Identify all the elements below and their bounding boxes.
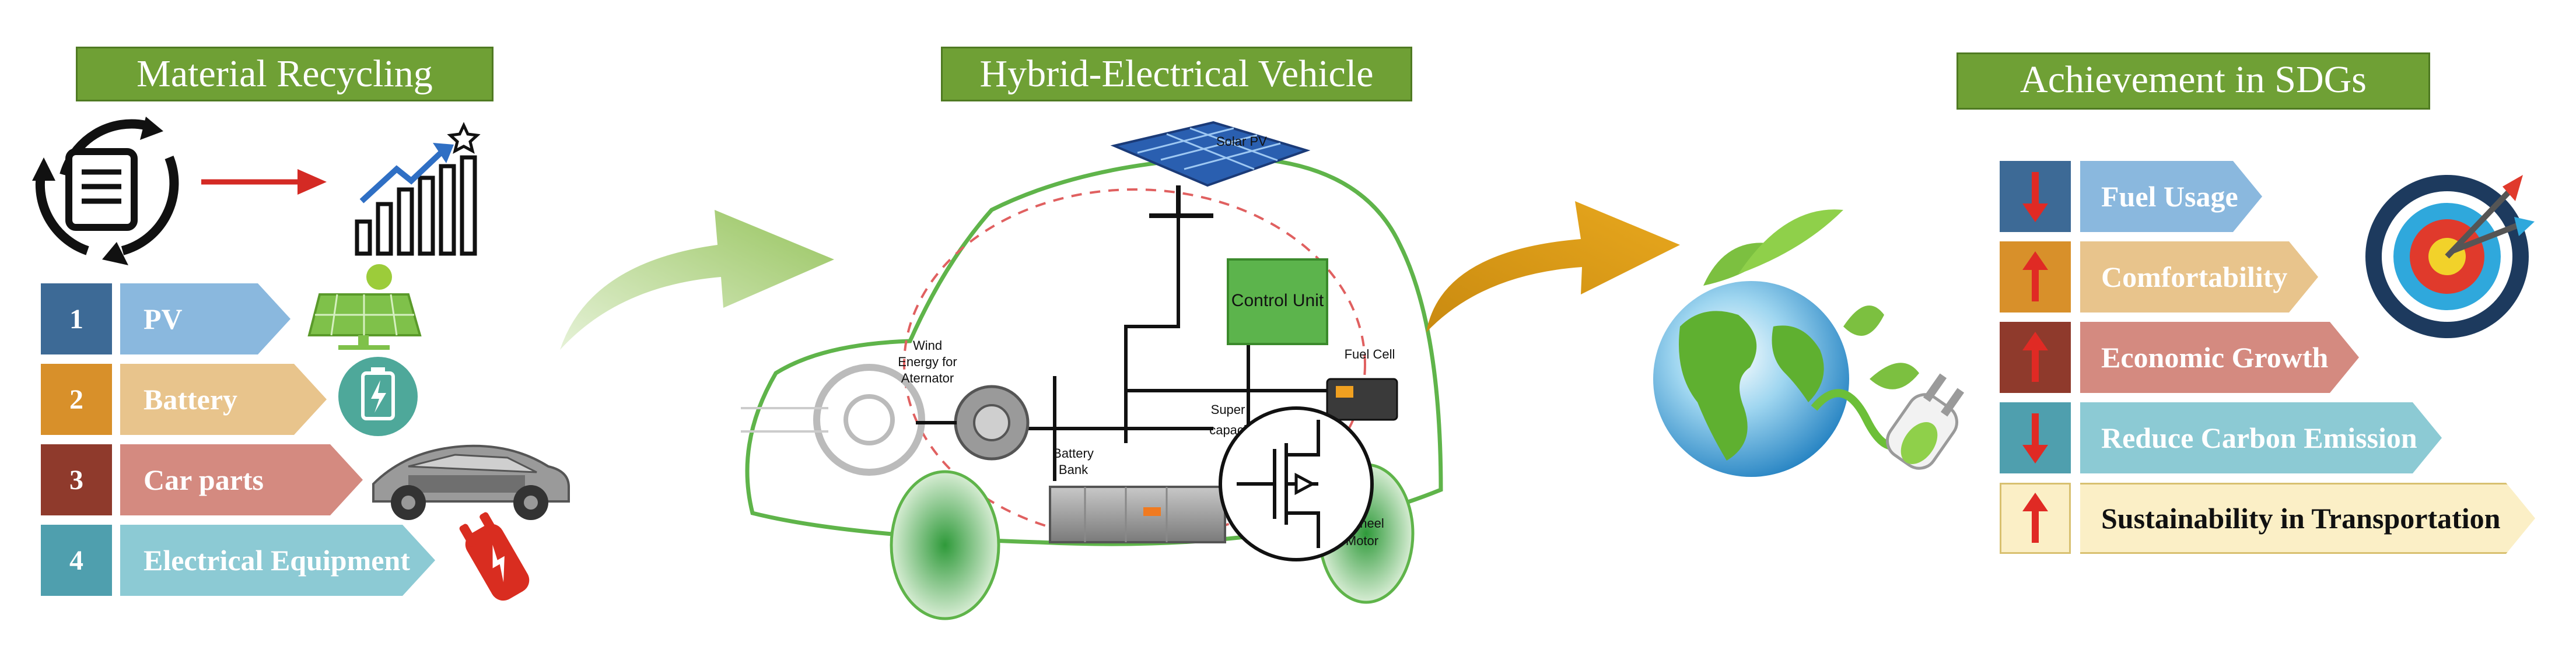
arrow-up-icon: [2022, 493, 2048, 543]
control-unit-label: Control Unit: [1231, 291, 1324, 310]
sdg-indicator-2: [2000, 241, 2071, 313]
sdg-indicator-3: [2000, 322, 2071, 393]
transistor-icon: [1219, 406, 1374, 561]
target-icon: [2365, 175, 2535, 338]
plug-icon: [1811, 306, 1965, 470]
vehicle-diagram: Solar PV Control Unit Wind Energy for At…: [741, 121, 1443, 620]
sdg-fuel-usage: Fuel Usage: [2080, 161, 2262, 232]
green-curved-arrow: [560, 210, 834, 350]
wind-label-2: Energy for: [898, 354, 957, 369]
alternator-icon: [916, 385, 1030, 461]
material-num-1: 1: [41, 283, 112, 354]
sdg-reduce-carbon: Reduce Carbon Emission: [2080, 402, 2442, 473]
sdg-indicator-4: [2000, 402, 2071, 473]
solar-pv-label: Solar PV: [1216, 134, 1267, 149]
red-arrow-icon: [201, 169, 327, 195]
arrow-down-icon: [2022, 172, 2048, 222]
material-num-4: 4: [41, 525, 112, 596]
material-label-pv: PV: [120, 283, 290, 354]
arrow-up-icon: [2022, 251, 2048, 301]
fuel-cell-label: Fuel Cell: [1345, 347, 1395, 361]
sdg-comfortability: Comfortability: [2080, 241, 2318, 313]
sdg-indicator-5: [2000, 483, 2071, 554]
arrow-up-icon: [2022, 332, 2048, 382]
plug-tool-icon: [459, 512, 530, 601]
globe-icon: [1653, 209, 1849, 477]
wind-label-3: Aternator: [901, 371, 954, 385]
material-label-battery: Battery: [120, 364, 327, 435]
recycle-document-icon: [32, 117, 179, 265]
gold-curved-arrow: [1426, 201, 1680, 332]
title-material-recycling: Material Recycling: [76, 47, 494, 101]
battery-bank-label-2: Bank: [1059, 462, 1088, 477]
material-num-2: 2: [41, 364, 112, 435]
steering-wheel-icon: [741, 364, 925, 476]
title-hybrid-vehicle: Hybrid-Electrical Vehicle: [941, 47, 1412, 101]
wind-label-1: Wind: [913, 338, 942, 353]
solar-panel-icon: [307, 264, 422, 350]
car-parts-icon: [372, 444, 570, 520]
material-label-electrical: Electrical Equipment: [120, 525, 435, 596]
arrow-down-icon: [2022, 413, 2048, 464]
battery-icon: [338, 357, 418, 436]
sdg-economic-growth: Economic Growth: [2080, 322, 2359, 393]
title-sdgs: Achievement in SDGs: [1957, 52, 2430, 110]
super-cap-label-1: Super: [1211, 402, 1245, 417]
battery-bank-label-1: Battery: [1053, 446, 1094, 461]
material-label-car-parts: Car parts: [120, 444, 363, 515]
growth-chart-icon: [355, 122, 481, 256]
sdg-indicator-1: [2000, 161, 2071, 232]
sdg-sustainability: Sustainability in Transportation: [2080, 483, 2535, 554]
material-num-3: 3: [41, 444, 112, 515]
